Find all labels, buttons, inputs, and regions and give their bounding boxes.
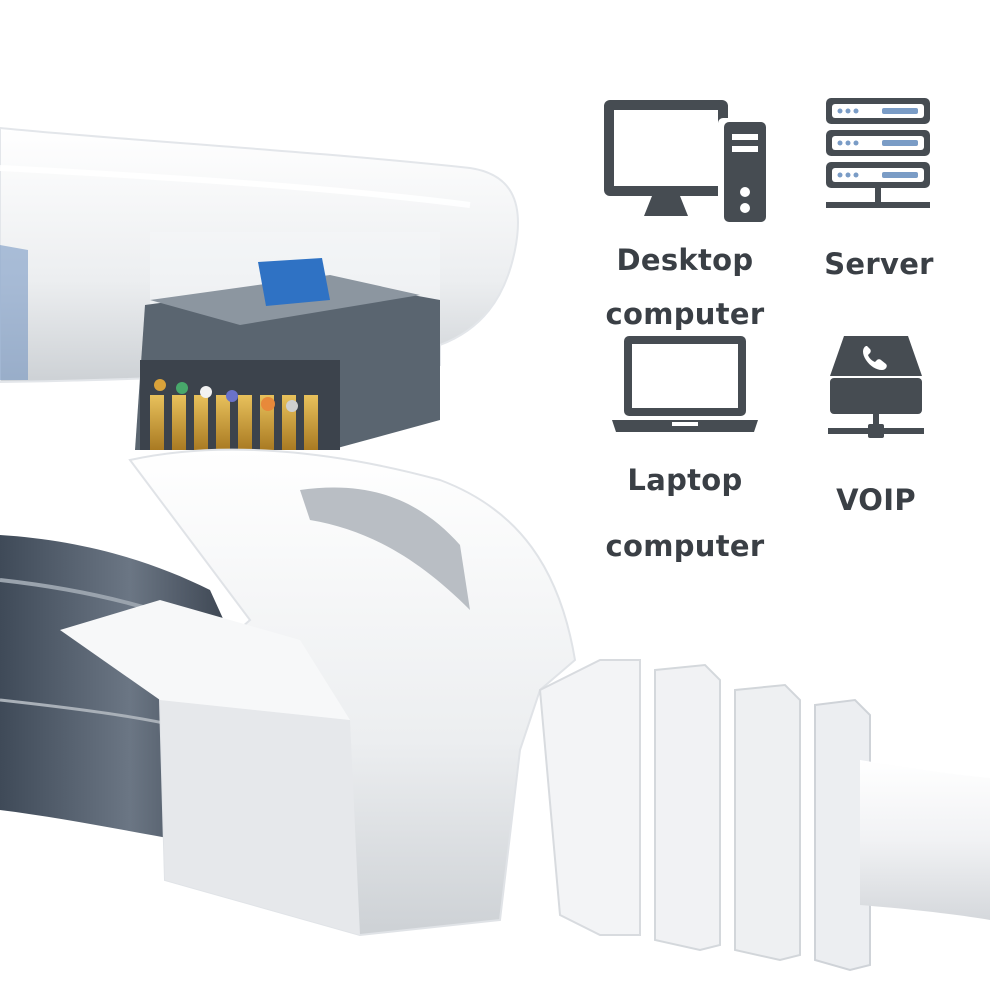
device-label-line1: VOIP <box>836 483 916 517</box>
device-label-line1: Desktop <box>616 243 754 277</box>
laptop-computer-icon <box>612 336 758 432</box>
server-icon <box>826 98 930 208</box>
device-laptop-computer: Laptop computer <box>590 334 780 566</box>
lower-connector-boot <box>60 448 577 937</box>
cable-jacket <box>860 760 990 920</box>
device-desktop-computer: Desktop computer <box>585 96 785 334</box>
device-label-line2: computer <box>605 297 765 331</box>
device-label-line2: computer <box>605 529 765 563</box>
desktop-computer-icon <box>604 100 768 224</box>
voip-icon <box>828 336 924 438</box>
device-voip: VOIP <box>806 334 946 520</box>
upper-rj45-plug <box>135 258 440 450</box>
device-label-line1: Laptop <box>627 463 743 497</box>
device-label-line1: Server <box>824 247 934 281</box>
strain-relief-ribs <box>538 659 871 972</box>
device-server: Server <box>806 96 952 284</box>
